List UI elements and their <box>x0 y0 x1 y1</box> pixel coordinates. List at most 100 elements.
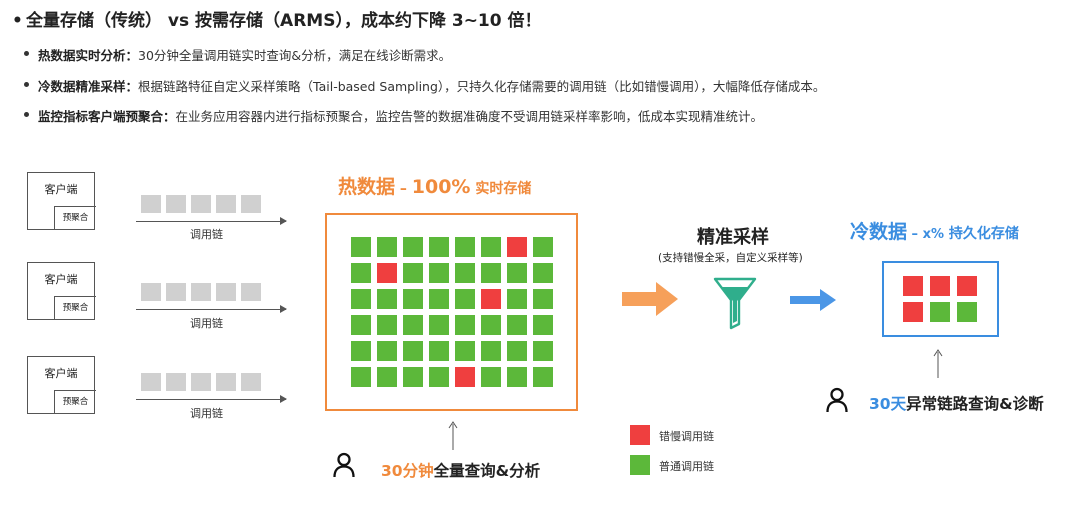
normal-trace-cell <box>377 341 397 361</box>
normal-trace-cell <box>507 341 527 361</box>
normal-trace-cell <box>429 315 449 335</box>
cold-up-arrow <box>933 349 943 378</box>
error-trace-cell <box>481 289 501 309</box>
title-bullet: • <box>12 11 23 31</box>
normal-trace-cell <box>351 237 371 257</box>
normal-trace-cell <box>403 315 423 335</box>
normal-trace-cell <box>533 315 553 335</box>
trace-blocks-2 <box>141 283 261 301</box>
hot-query-caption: 30分钟全量查询&分析 <box>381 459 540 481</box>
normal-trace-cell <box>429 263 449 283</box>
error-trace-cell <box>377 263 397 283</box>
arrow-right-1 <box>136 217 287 225</box>
client-box-1: 客户端 预聚合 <box>27 172 96 230</box>
sampling-title: 精准采样 <box>697 227 769 248</box>
hot-trace-grid <box>351 237 553 387</box>
normal-trace-cell <box>533 367 553 387</box>
normal-trace-cell <box>377 237 397 257</box>
cold-query-highlight: 30天 <box>869 395 907 413</box>
arrow-right-2 <box>136 305 287 313</box>
bullet-hot-text: 30分钟全量调用链实时查询&分析，满足在线诊断需求。 <box>138 48 452 63</box>
normal-trace-cell <box>930 302 950 322</box>
normal-trace-cell <box>351 367 371 387</box>
normal-trace-cell <box>507 263 527 283</box>
hot-title-suffix: 实时存储 <box>470 181 532 197</box>
client-label: 客户端 <box>44 273 78 286</box>
normal-trace-cell <box>533 237 553 257</box>
client-preagg-label: 预聚合 <box>54 206 96 230</box>
error-trace-cell <box>930 276 950 296</box>
normal-trace-cell <box>403 237 423 257</box>
normal-trace-cell <box>455 237 475 257</box>
bullet-preagg-text: 在业务应用容器内进行指标预聚合，监控告警的数据准确度不受调用链采样率影响，低成本… <box>175 109 764 124</box>
cold-trace-grid <box>903 276 977 322</box>
normal-trace-cell <box>481 367 501 387</box>
bullet-preagg-bold: 监控指标客户端预聚合： <box>38 109 176 124</box>
normal-trace-cell <box>533 341 553 361</box>
normal-trace-cell <box>957 302 977 322</box>
normal-trace-cell <box>533 289 553 309</box>
hot-title-dash: – <box>395 181 412 197</box>
hot-query-highlight: 30分钟 <box>381 462 434 480</box>
cold-storage-box <box>882 261 999 337</box>
legend-error-label: 错慢调用链 <box>659 430 714 443</box>
trace-label-3: 调用链 <box>190 407 223 420</box>
user-icon <box>826 387 848 413</box>
hot-query-rest: 全量查询&分析 <box>433 462 541 480</box>
cold-query-caption: 30天异常链路查询&诊断 <box>869 392 1044 414</box>
legend-error-swatch <box>630 425 650 445</box>
normal-trace-cell <box>351 341 371 361</box>
arrow-right-3 <box>136 395 287 403</box>
legend-normal-swatch <box>630 455 650 475</box>
normal-trace-cell <box>377 315 397 335</box>
normal-trace-cell <box>377 289 397 309</box>
normal-trace-cell <box>455 289 475 309</box>
blue-arrow-icon <box>790 289 836 311</box>
normal-trace-cell <box>351 315 371 335</box>
client-label: 客户端 <box>44 183 78 196</box>
normal-trace-cell <box>403 263 423 283</box>
normal-trace-cell <box>481 341 501 361</box>
bullet-cold-text: 根据链路特征自定义采样策略（Tail-based Sampling），只持久化存… <box>138 79 826 94</box>
trace-label-1: 调用链 <box>190 228 223 241</box>
client-box-3: 客户端 预聚合 <box>27 356 96 414</box>
error-trace-cell <box>455 367 475 387</box>
cold-data-title: 冷数据 – x% 持久化存储 <box>850 217 1019 244</box>
normal-trace-cell <box>403 289 423 309</box>
trace-label-2: 调用链 <box>190 317 223 330</box>
funnel-icon <box>713 277 757 330</box>
normal-trace-cell <box>429 289 449 309</box>
hot-up-arrow <box>448 421 458 450</box>
normal-trace-cell <box>507 367 527 387</box>
normal-trace-cell <box>429 237 449 257</box>
normal-trace-cell <box>455 341 475 361</box>
cold-title-suffix: 持久化存储 <box>944 226 1019 242</box>
normal-trace-cell <box>455 263 475 283</box>
cold-title-main: 冷数据 <box>850 221 908 243</box>
cold-title-pct: x% <box>922 227 944 242</box>
bullet-cold-sampling: 冷数据精准采样：根据链路特征自定义采样策略（Tail-based Samplin… <box>24 76 826 95</box>
trace-blocks-1 <box>141 195 261 213</box>
error-trace-cell <box>957 276 977 296</box>
normal-trace-cell <box>507 289 527 309</box>
client-preagg-label: 预聚合 <box>54 296 96 320</box>
hot-title-main: 热数据 <box>338 176 396 198</box>
normal-trace-cell <box>455 315 475 335</box>
normal-trace-cell <box>377 367 397 387</box>
normal-trace-cell <box>403 341 423 361</box>
cold-query-rest: 异常链路查询&诊断 <box>906 395 1044 413</box>
title-text: 全量存储（传统） vs 按需存储（ARMS），成本约下降 3~10 倍！ <box>26 11 542 31</box>
normal-trace-cell <box>351 263 371 283</box>
hot-storage-box <box>325 213 578 411</box>
normal-trace-cell <box>481 263 501 283</box>
error-trace-cell <box>903 302 923 322</box>
hot-title-pct: 100% <box>411 176 471 198</box>
page-title: •全量存储（传统） vs 按需存储（ARMS），成本约下降 3~10 倍！ <box>12 6 542 31</box>
client-label: 客户端 <box>44 367 78 380</box>
normal-trace-cell <box>429 367 449 387</box>
client-box-2: 客户端 预聚合 <box>27 262 96 320</box>
normal-trace-cell <box>533 263 553 283</box>
bullet-hot-bold: 热数据实时分析： <box>38 48 139 63</box>
error-trace-cell <box>903 276 923 296</box>
bullet-preaggregation: 监控指标客户端预聚合：在业务应用容器内进行指标预聚合，监控告警的数据准确度不受调… <box>24 106 764 125</box>
